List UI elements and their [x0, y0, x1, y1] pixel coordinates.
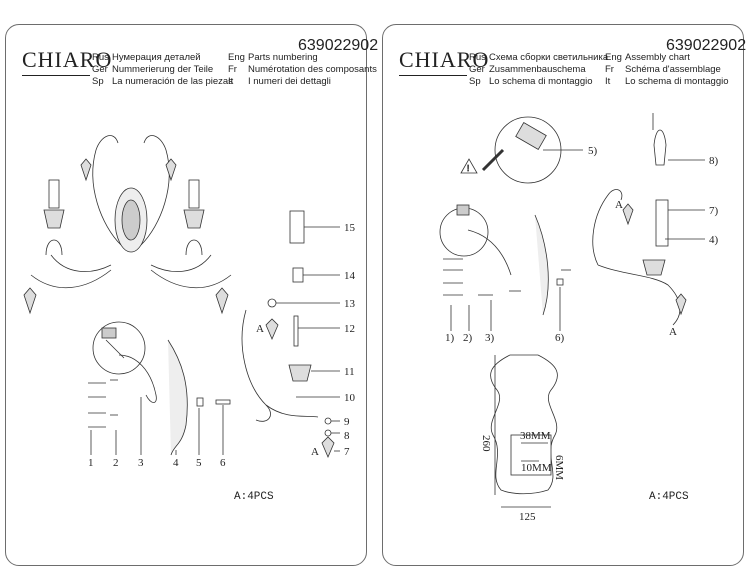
callouts-bottom: 1 2 3 4 5 6	[88, 457, 226, 469]
arm	[592, 189, 623, 266]
part-14-socket	[292, 267, 304, 283]
part-8-ring	[324, 429, 332, 437]
svg-text:!: !	[467, 164, 469, 173]
callout-9: 9	[344, 416, 350, 428]
cup-left	[43, 209, 65, 229]
model-code: 639022902	[666, 37, 747, 54]
mark-a: A	[311, 446, 319, 458]
callout-1: 1	[88, 457, 94, 469]
callout-2: 2	[113, 457, 119, 469]
callout-12: 12	[344, 323, 355, 335]
part-11-cup	[288, 364, 312, 382]
callouts-right: 15 14 13 12 11 10 9 8 7	[344, 222, 356, 458]
callout-5: 5	[196, 457, 202, 469]
arm-right-upper	[140, 135, 170, 246]
part-10-arm	[241, 309, 271, 422]
part-12-rod	[293, 315, 299, 347]
mark-a: A	[669, 326, 677, 338]
cable	[118, 354, 157, 403]
part-4-backplate	[167, 339, 188, 456]
cup	[642, 259, 666, 276]
logo-underline	[22, 75, 90, 76]
backplate	[534, 214, 549, 316]
warning-icon	[460, 158, 478, 174]
part-5-nut	[196, 397, 204, 407]
callout-13: 13	[344, 298, 356, 310]
callout-6: 6	[220, 457, 226, 469]
callout-4: 4)	[709, 234, 719, 246]
part-7-crystal	[321, 436, 335, 459]
assembly-drawing: !	[439, 113, 719, 523]
brand-logo: CHIARO	[22, 47, 113, 72]
mark-a: A	[615, 199, 623, 211]
pcs-note: A:4PCS	[649, 491, 689, 503]
part-13-hook	[267, 298, 277, 308]
dim-width: 125	[519, 511, 536, 523]
candle-left	[48, 179, 60, 209]
arm-left-upper	[92, 135, 122, 246]
part-15-candle-sleeve	[289, 210, 305, 244]
part-9-ring	[324, 417, 332, 425]
sleeve	[655, 199, 669, 247]
callout-8: 8	[344, 430, 350, 442]
callout-1: 1)	[445, 332, 455, 344]
mark-a: A	[256, 323, 264, 335]
arm-right-lower	[150, 254, 212, 272]
dim-slot-width: 10MM	[521, 462, 552, 474]
callout-11: 11	[344, 366, 355, 378]
brand-logo: CHIARO	[399, 47, 490, 72]
dim-slot-height: 6MM	[553, 455, 565, 480]
callout-8: 8)	[709, 155, 719, 167]
logo-underline	[399, 75, 467, 76]
callouts: 5) 8) 7) 4) 1) 2) 3) 6)	[445, 145, 719, 344]
dim-height: 260	[480, 435, 492, 452]
dimensions: 260 125 38MM 10MM 6MM	[480, 430, 565, 523]
bulb	[653, 129, 667, 166]
callout-3: 3	[138, 457, 144, 469]
callout-15: 15	[344, 222, 356, 234]
callout-3: 3)	[485, 332, 495, 344]
crystal	[80, 158, 92, 182]
detail-circle	[92, 321, 146, 375]
callout-2: 2)	[463, 332, 473, 344]
callout-7: 7)	[709, 205, 719, 217]
callout-10: 10	[344, 392, 356, 404]
callout-7: 7	[344, 446, 350, 458]
candle-right	[188, 179, 200, 209]
cup-right	[183, 209, 205, 229]
parts-drawing: 15 14 13 12 11 10 9 8 7 1 2 3 4 5 6 A A	[23, 135, 356, 469]
callout-14: 14	[344, 270, 356, 282]
callout-6: 6)	[555, 332, 565, 344]
callout-5: 5)	[588, 145, 598, 157]
model-code: 639022902	[298, 37, 379, 54]
dim-hole-spacing: 38MM	[520, 430, 551, 442]
arm-left-lower	[50, 254, 112, 272]
pcs-note: A:4PCS	[234, 491, 274, 503]
part-6-cap	[215, 399, 231, 405]
callout-4: 4	[173, 457, 179, 469]
